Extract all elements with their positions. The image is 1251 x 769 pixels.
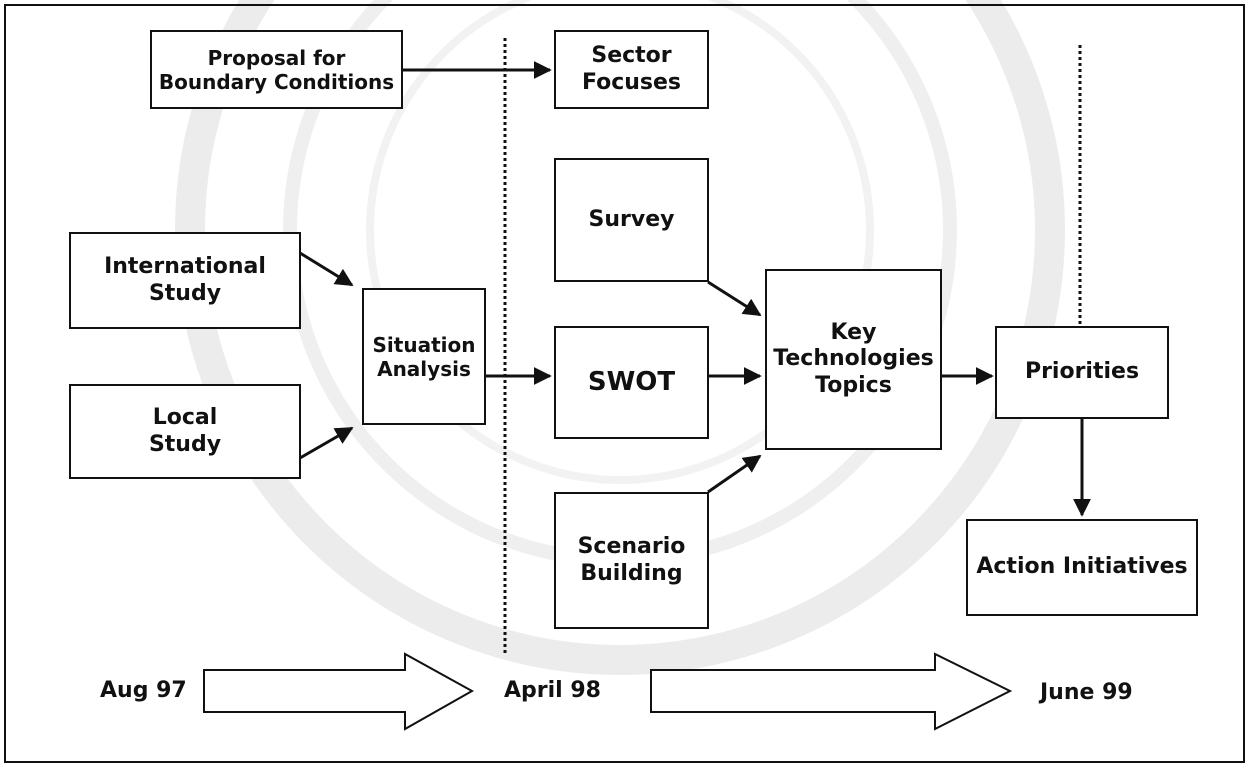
key-technologies-topics-box: Key Technologies Topics: [765, 269, 942, 450]
diagram-frame: [4, 4, 1245, 763]
arrow-local-to-situation: [299, 426, 354, 460]
action-initiatives-box: Action Initiatives: [966, 519, 1198, 616]
timeline-arrow-2: [650, 652, 1013, 731]
local-study-box: Local Study: [69, 384, 301, 479]
scenario-building-box: Scenario Building: [554, 492, 709, 629]
timeline-start-label: Aug 97: [100, 678, 187, 703]
international-study-box: International Study: [69, 232, 301, 329]
arrow-international-to-situation: [299, 251, 354, 287]
timeline-middle-label: April 98: [504, 678, 601, 703]
arrow-scenario-to-key: [707, 454, 762, 494]
situation-analysis-box: Situation Analysis: [362, 288, 486, 425]
swot-box: SWOT: [554, 326, 709, 439]
proposal-boundary-conditions-box: Proposal for Boundary Conditions: [150, 30, 403, 109]
timeline-end-label: June 99: [1040, 680, 1133, 705]
sector-focuses-box: Sector Focuses: [554, 30, 709, 109]
timeline-arrow-1: [203, 652, 475, 731]
survey-box: Survey: [554, 158, 709, 282]
priorities-box: Priorities: [995, 326, 1169, 419]
arrow-survey-to-key: [707, 280, 762, 317]
